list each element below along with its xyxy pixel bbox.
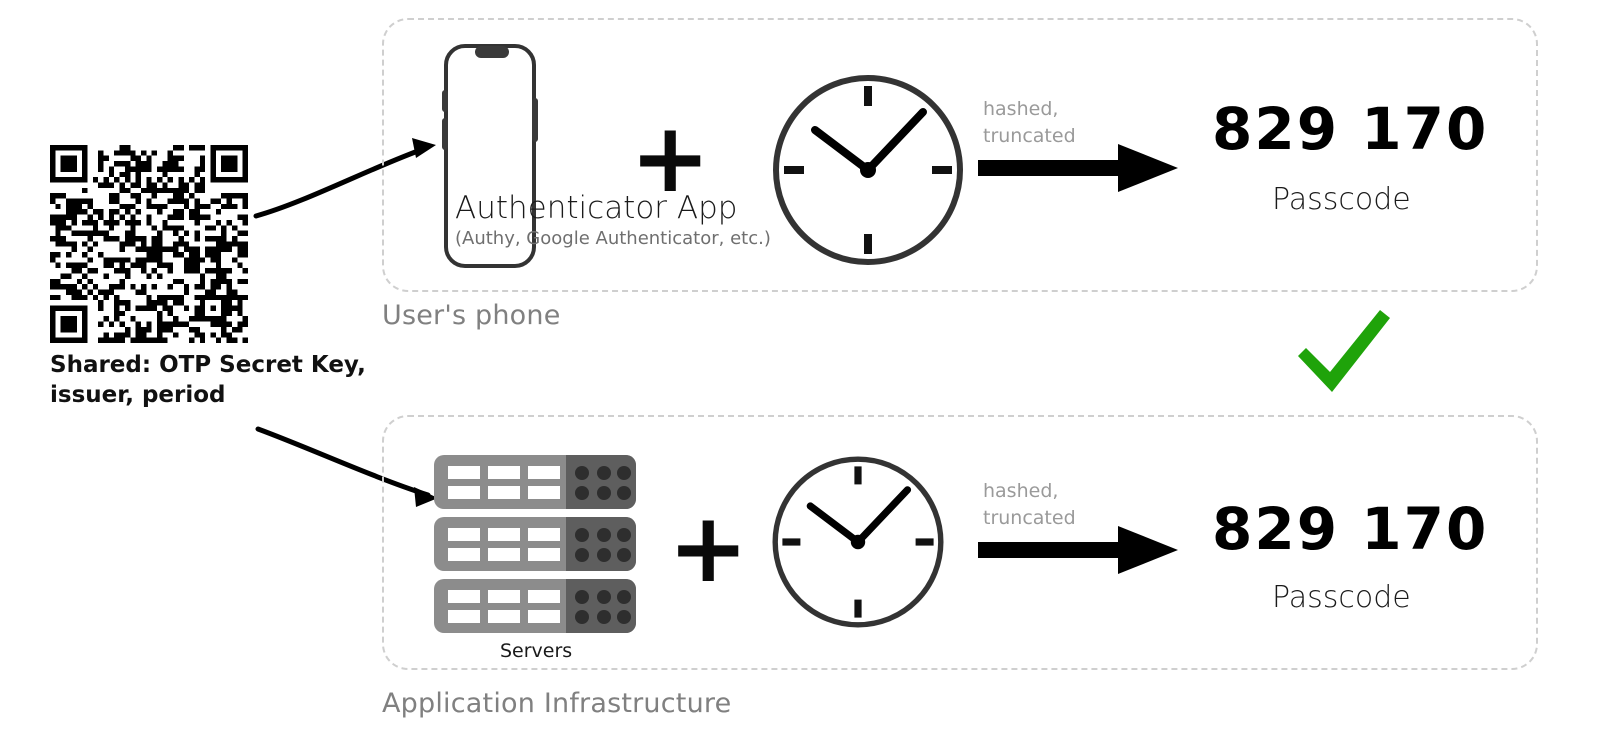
shared-secret-caption-line1: Shared: OTP Secret Key, [50, 352, 366, 378]
plus-operator-bottom: + [668, 492, 749, 604]
clock-icon-top [773, 75, 963, 265]
hashed-note-line2-top: truncated [983, 124, 1076, 147]
smartphone-icon [432, 42, 552, 270]
hashed-note-line2-bottom: truncated [983, 506, 1076, 529]
passcode-value-top: 829 170 [1212, 95, 1489, 163]
shared-secret-caption: Shared: OTP Secret Key, issuer, period [50, 350, 390, 411]
hashed-truncated-note-top: hashed, truncated [983, 96, 1076, 149]
passcode-label-bottom: Passcode [1272, 580, 1411, 615]
users-phone-container-label: User's phone [382, 300, 561, 331]
application-infrastructure-container [382, 415, 1538, 670]
servers-label: Servers [500, 640, 573, 662]
plus-operator-top: + [630, 102, 711, 214]
users-phone-container [382, 18, 1538, 292]
green-check-icon [1298, 310, 1390, 392]
qr-code [50, 145, 248, 343]
passcode-label-top: Passcode [1272, 182, 1411, 217]
authenticator-app-subtitle: (Authy, Google Authenticator, etc.) [455, 228, 771, 249]
shared-secret-caption-line2: issuer, period [50, 382, 226, 409]
arrow-to-infrastructure [255, 426, 438, 507]
hashed-truncated-note-bottom: hashed, truncated [983, 478, 1076, 531]
clock-icon-bottom [772, 456, 944, 628]
right-arrow-icon-bottom [978, 526, 1178, 574]
authenticator-app-title: Authenticator App [455, 190, 738, 226]
application-infrastructure-container-label: Application Infrastructure [382, 688, 732, 719]
right-arrow-icon-top [978, 144, 1178, 192]
arrow-to-user-phone [253, 138, 436, 219]
servers-icon [434, 455, 636, 633]
hashed-note-line1-bottom: hashed, [983, 480, 1059, 502]
passcode-value-bottom: 829 170 [1212, 495, 1489, 563]
hashed-note-line1-top: hashed, [983, 98, 1059, 120]
